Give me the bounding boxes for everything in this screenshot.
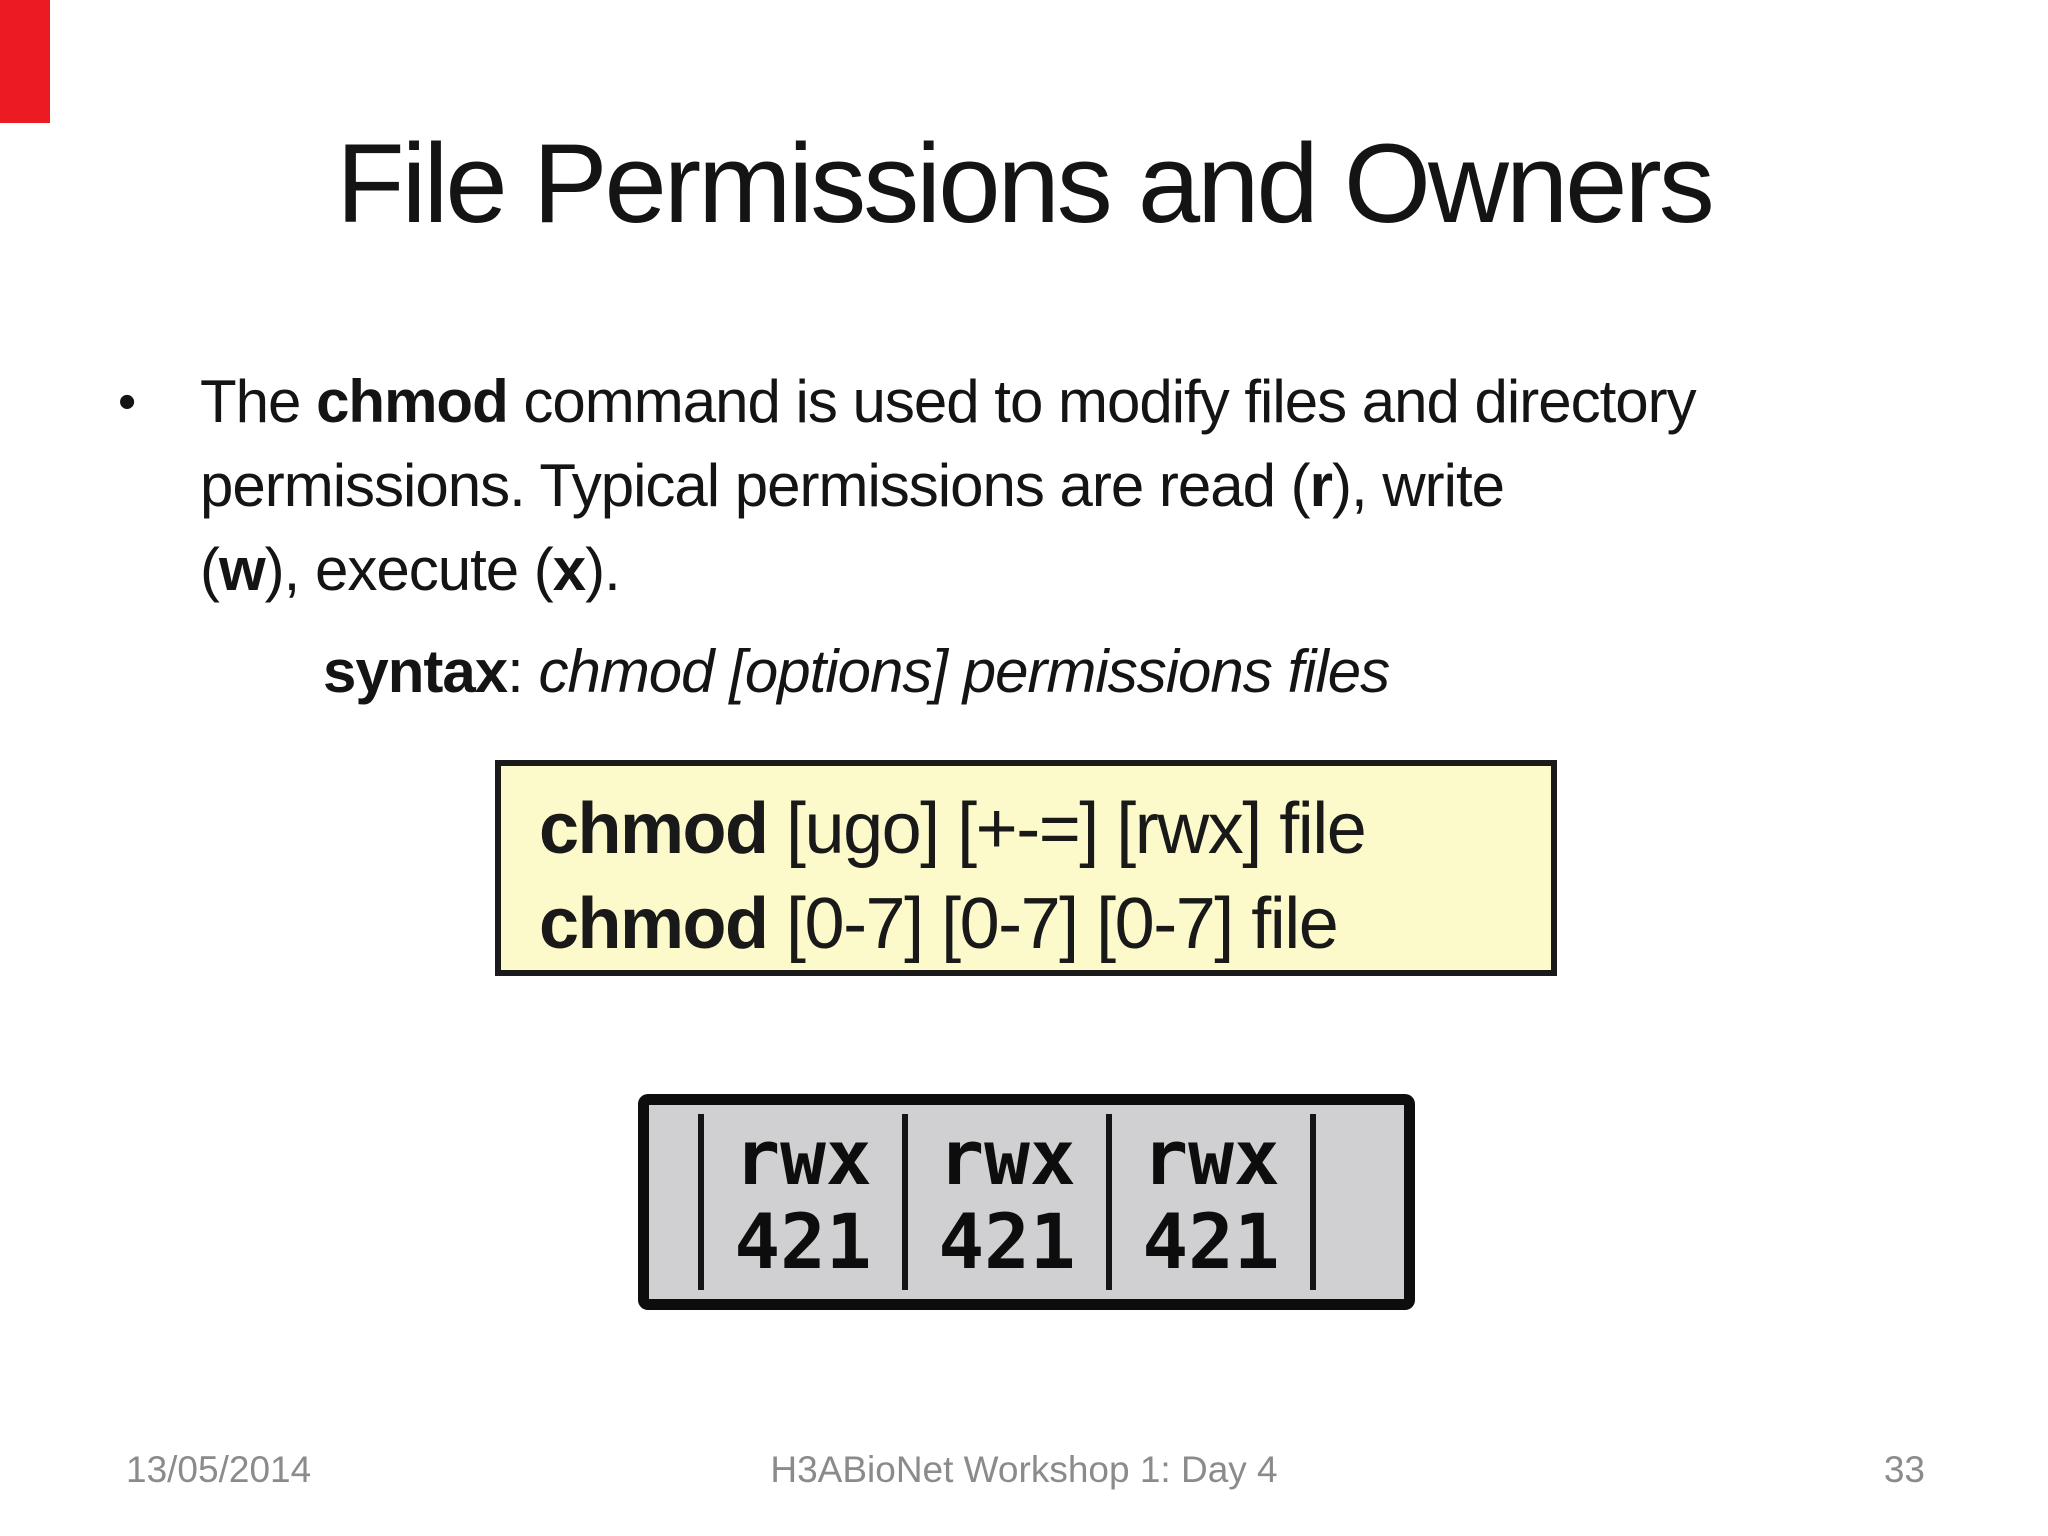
- page-title: File Permissions and Owners: [336, 121, 1715, 246]
- permission-column-other: rwx 421: [1112, 1114, 1310, 1290]
- permission-values: 421: [1142, 1197, 1280, 1286]
- chmod-syntax-box: chmod [ugo] [+-=] [rwx] file chmod [0-7]…: [495, 760, 1557, 976]
- divider-line: [698, 1114, 704, 1290]
- syntax-separator: :: [507, 638, 539, 705]
- bullet-line2-pre: permissions. Typical permissions are rea…: [200, 452, 1311, 519]
- bullet-marker: •: [118, 373, 137, 431]
- bullet-line1-bold: chmod: [316, 368, 509, 435]
- divider-line: [1310, 1114, 1316, 1290]
- bullet-text-line-2: permissions. Typical permissions are rea…: [200, 444, 1696, 528]
- permission-column-group: rwx 421: [908, 1114, 1106, 1290]
- syntax-command: chmod [options] permissions files: [538, 638, 1390, 705]
- permission-values: 421: [734, 1197, 872, 1286]
- permission-letters: rwx: [1142, 1113, 1280, 1202]
- syntax-line: syntax: chmod [options] permissions file…: [323, 630, 1390, 714]
- permission-letters: rwx: [734, 1113, 872, 1202]
- chmod-args-1: [ugo] [+-=] [rwx] file: [767, 789, 1367, 869]
- bullet-line1-pre: The: [200, 368, 317, 435]
- bullet-line3-mid: ), execute (: [264, 536, 554, 603]
- footer-workshop-title: H3ABioNet Workshop 1: Day 4: [770, 1449, 1278, 1490]
- permission-values: 421: [938, 1197, 1076, 1286]
- bullet-line2-bold: r: [1309, 452, 1333, 519]
- chmod-symbolic-line: chmod [ugo] [+-=] [rwx] file: [539, 782, 1551, 877]
- bullet-line2-post: ), write: [1332, 452, 1505, 519]
- divider-line: [1106, 1114, 1112, 1290]
- chmod-command-2: chmod: [539, 884, 769, 964]
- permission-column-owner: rwx 421: [704, 1114, 902, 1290]
- divider-line: [902, 1114, 908, 1290]
- bullet-line3-bold2: x: [552, 536, 586, 603]
- bullet-line3-post: ).: [585, 536, 621, 603]
- chmod-octal-line: chmod [0-7] [0-7] [0-7] file: [539, 877, 1551, 972]
- bullet-line1-post: command is used to modify files and dire…: [507, 368, 1696, 435]
- bullet-line3-bold1: w: [218, 536, 266, 603]
- footer-page-number: 33: [1883, 1449, 1925, 1490]
- syntax-label: syntax: [323, 638, 508, 705]
- bullet-text-line-3: (w), execute (x).: [200, 528, 1696, 612]
- chmod-args-2: [0-7] [0-7] [0-7] file: [767, 884, 1339, 964]
- bullet-item: • The chmod command is used to modify fi…: [108, 360, 1888, 612]
- permission-strip: rwx 421 rwx 421 rwx 421: [698, 1114, 1316, 1290]
- bullet-text: The chmod command is used to modify file…: [200, 360, 1697, 612]
- footer-date: 13/05/2014: [126, 1449, 312, 1490]
- permission-octal-box: rwx 421 rwx 421 rwx 421: [638, 1094, 1415, 1310]
- red-corner-ribbon: [0, 0, 50, 123]
- bullet-text-line-1: The chmod command is used to modify file…: [200, 360, 1697, 444]
- permission-letters: rwx: [938, 1113, 1076, 1202]
- bullet-line3-pre: (: [200, 536, 220, 603]
- chmod-command-1: chmod: [539, 789, 769, 869]
